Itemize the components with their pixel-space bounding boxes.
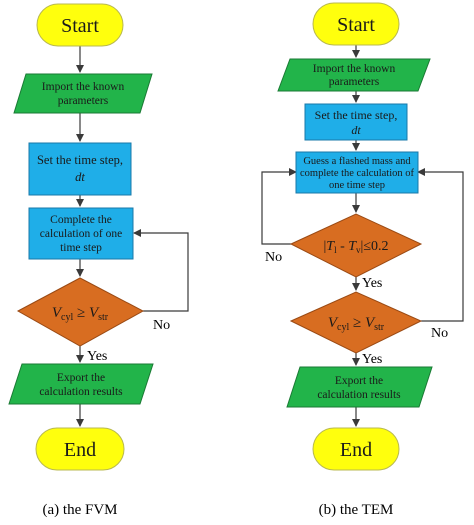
- fvm-end-shape: [35, 427, 125, 471]
- fvm-cond-sub2: str: [98, 312, 109, 323]
- fvm-start-node: Start: [36, 3, 124, 47]
- tem-cond2-sub1: cyl: [337, 322, 349, 333]
- tem-start-node: Start: [312, 2, 400, 46]
- tem-decision2-shape: [289, 291, 423, 354]
- tem-end-shape: [312, 427, 400, 471]
- tem-cond1-rest: ≤0.2: [363, 239, 388, 254]
- tem-cond1-t2: T: [348, 239, 357, 254]
- tem-cond2-v2: V: [365, 315, 376, 331]
- fvm-set-step-label-line2: dt: [75, 170, 85, 184]
- tem-cond1-minus: -: [337, 239, 349, 254]
- fvm-decision-node: Vcyl ≥ Vstr: [16, 277, 145, 347]
- tem-yes1-label: Yes: [362, 276, 382, 291]
- tem-decision2-node: Vcyl ≥ Vstr: [289, 291, 423, 354]
- tem-set-step-label-line2: dt: [351, 123, 361, 137]
- tem-cond2-op: ≥: [349, 315, 365, 331]
- fvm-cond-sub1: cyl: [61, 312, 73, 323]
- fvm-edge-no-loop: [133, 229, 189, 312]
- tem-set-step-shape: [304, 103, 408, 141]
- fvm-cond-op: ≥: [73, 305, 89, 321]
- fvm-end-label: End: [64, 439, 96, 461]
- fvm-set-step-node: Set the time step, dt: [28, 142, 132, 196]
- fvm-caption: (a) the FVM: [43, 502, 118, 518]
- tem-flowchart: Start Import the known parameters Set th…: [261, 2, 464, 518]
- tem-decision1-label: |Tl - Tv|≤0.2: [323, 239, 388, 255]
- tem-caption: (b) the TEM: [319, 502, 394, 518]
- tem-import-label-line1: Import the known: [313, 63, 396, 75]
- tem-export-shape: [286, 366, 433, 408]
- tem-set-step-node: Set the time step, dt: [304, 103, 408, 141]
- fvm-yes-label: Yes: [87, 349, 107, 364]
- fvm-decision-shape: [16, 277, 145, 347]
- tem-export-label-line1: Export the: [335, 375, 383, 387]
- fvm-complete-label-line3: time step: [60, 242, 102, 254]
- tem-edge-no2-loop: [417, 168, 464, 322]
- fvm-start-label: Start: [61, 15, 99, 37]
- fvm-end-node: End: [35, 427, 125, 471]
- tem-import-label-line2: parameters: [329, 76, 380, 88]
- fvm-no-label: No: [153, 318, 170, 333]
- tem-cond1-sub2: v: [356, 245, 361, 255]
- tem-no2-label: No: [431, 326, 448, 341]
- tem-decision2-label: Vcyl ≥ Vstr: [328, 315, 385, 333]
- fvm-flowchart: Start Import the known parameters Set th…: [8, 3, 189, 518]
- fvm-export-shape: [8, 363, 154, 405]
- tem-no1-label: No: [265, 250, 282, 265]
- tem-start-shape: [312, 2, 400, 46]
- tem-cond2-sub2: str: [374, 322, 385, 333]
- tem-edges: [261, 45, 464, 427]
- tem-cond1-open: |: [323, 239, 326, 254]
- fvm-set-step-shape: [28, 142, 132, 196]
- tem-end-node: End: [312, 427, 400, 471]
- tem-guess-label-line1: Guess a flashed mass and: [303, 156, 411, 167]
- tem-import-node: Import the known parameters: [277, 58, 431, 92]
- fvm-complete-node: Complete the calculation of one time ste…: [28, 207, 134, 260]
- fvm-edges: [76, 46, 189, 427]
- fvm-cond-v2: V: [89, 305, 100, 321]
- tem-guess-label-line2: complete the calculation of: [300, 168, 414, 179]
- tem-export-label-line2: calculation results: [317, 389, 401, 401]
- tem-guess-node: Guess a flashed mass and complete the ca…: [295, 151, 419, 194]
- fvm-cond-v1: V: [52, 305, 63, 321]
- fvm-complete-label-line1: Complete the: [50, 214, 112, 226]
- fvm-complete-label-line2: calculation of one: [40, 228, 122, 240]
- tem-edge-no1-loop: [261, 168, 297, 245]
- tem-import-shape: [277, 58, 431, 92]
- fvm-complete-shape: [28, 207, 134, 260]
- tem-yes2-label: Yes: [362, 352, 382, 367]
- fvm-export-label-line1: Export the: [57, 372, 105, 384]
- tem-cond1-sub1: l: [334, 245, 337, 255]
- fvm-start-shape: [36, 3, 124, 47]
- tem-end-label: End: [340, 439, 372, 461]
- tem-guess-shape: [295, 151, 419, 194]
- fvm-import-label-line1: Import the known: [42, 81, 125, 93]
- tem-decision1-shape: [289, 213, 423, 278]
- tem-set-step-label-line1: Set the time step,: [315, 108, 398, 122]
- fvm-import-shape: [13, 73, 153, 114]
- tem-export-node: Export the calculation results: [286, 366, 433, 408]
- fvm-decision-label: Vcyl ≥ Vstr: [52, 305, 109, 323]
- tem-cond1-close: |: [361, 239, 364, 254]
- tem-guess-label-line3: one time step: [329, 180, 385, 191]
- tem-cond1-t1: T: [326, 239, 335, 254]
- fvm-set-step-label-line1: Set the time step,: [37, 153, 123, 167]
- tem-start-label: Start: [337, 14, 375, 36]
- fvm-import-node: Import the known parameters: [13, 73, 153, 114]
- tem-cond2-v1: V: [328, 315, 339, 331]
- fvm-import-label-line2: parameters: [58, 95, 109, 107]
- fvm-export-label-line2: calculation results: [39, 386, 123, 398]
- fvm-export-node: Export the calculation results: [8, 363, 154, 405]
- tem-decision1-node: |Tl - Tv|≤0.2: [289, 213, 423, 278]
